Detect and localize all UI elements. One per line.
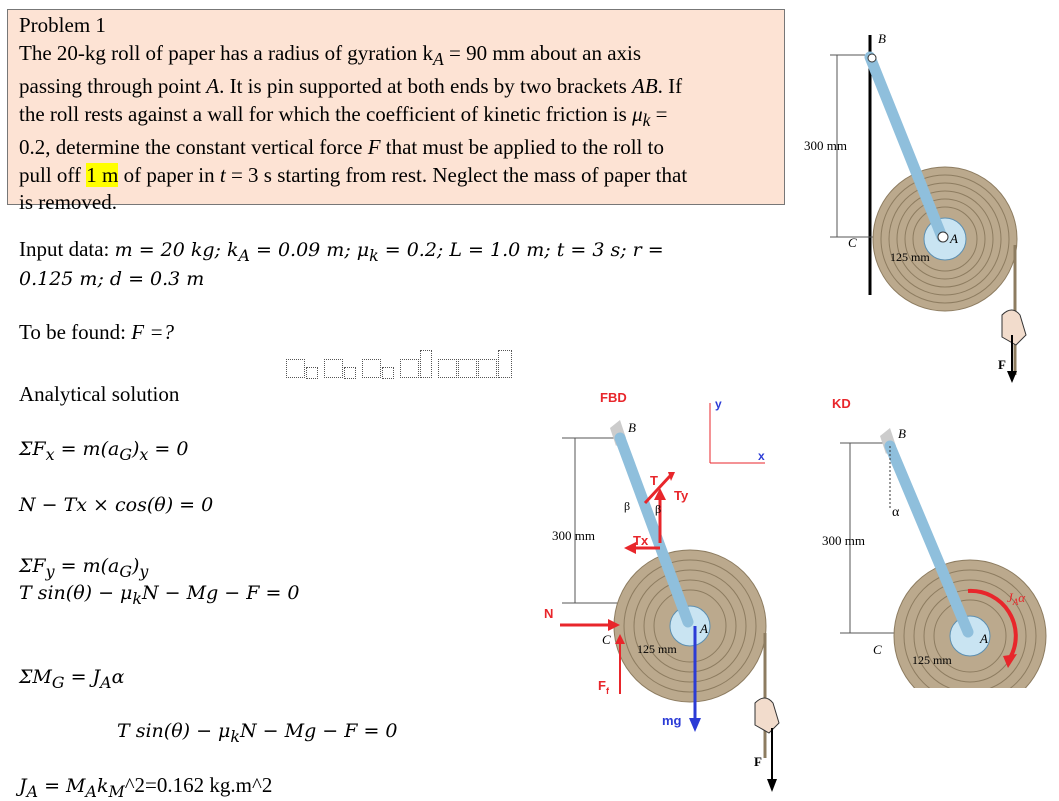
equation-normal: N − Tx × cos(θ) = 0 [19,494,214,516]
kd-figure: KD 300 mm B α C A 125 mm JAα [822,396,1047,688]
placeholder-box [362,359,381,378]
to-be-found: To be found: F =? [19,320,175,344]
svg-text:125 mm: 125 mm [912,653,952,667]
svg-text:F: F [998,357,1006,372]
svg-text:x: x [758,449,765,463]
svg-text:β: β [624,499,630,513]
tension-arrow [643,474,672,505]
svg-text:mg: mg [662,713,682,728]
svg-text:C: C [873,642,882,657]
svg-text:Ty: Ty [674,488,689,503]
svg-text:A: A [949,231,958,246]
equation-sum-fy: ΣFy = m(aG)y [19,555,149,581]
input-data-line2: 0.125 m; d = 0.3 m [19,268,205,290]
svg-text:F: F [754,754,762,769]
svg-text:β: β [655,502,661,516]
svg-text:T: T [650,473,658,488]
placeholder-box [382,367,394,379]
svg-text:KD: KD [832,396,851,411]
svg-text:A: A [979,631,988,646]
placeholder-box [324,359,343,378]
svg-text:FBD: FBD [600,390,627,405]
svg-text:B: B [628,420,636,435]
equation-moment: ΣMG = JAα [19,666,125,692]
placeholder-box [286,359,305,378]
svg-text:N: N [544,606,553,621]
problem-statement: Problem 1 The 20-kg roll of paper has a … [7,9,785,214]
analytical-heading: Analytical solution [19,382,180,406]
svg-text:300 mm: 300 mm [822,533,865,548]
placeholder-box [438,359,457,378]
equation-sum-fx: ΣFx = m(aG)x = 0 [19,438,189,464]
svg-text:Ff: Ff [598,678,610,696]
svg-text:C: C [602,632,611,647]
placeholder-box [478,359,497,378]
svg-text:C: C [848,235,857,250]
svg-text:Tx: Tx [633,533,649,548]
svg-text:y: y [715,397,722,411]
svg-text:α: α [892,505,900,520]
problem-title: Problem 1 [19,13,106,37]
svg-text:B: B [878,31,886,46]
placeholder-box [344,367,356,379]
equation-inertia: JA = MAkM^2=0.162 kg.m^2 [19,773,273,801]
input-data: Input data: m = 20 kg; kA = 0.09 m; μk =… [19,237,664,265]
highlighted-length: 1 m [86,162,119,187]
svg-text:125 mm: 125 mm [890,250,930,264]
bracket-ab [864,51,948,243]
angular-accel-arrow [967,588,1018,659]
roll-figure: 300 mm B C A 125 mm F [804,31,1027,383]
placeholder-box [400,359,419,378]
placeholder-box [458,359,477,378]
svg-text:300 mm: 300 mm [552,528,595,543]
svg-text:125 mm: 125 mm [637,642,677,656]
hand [1001,309,1027,346]
svg-text:JAα: JAα [1007,590,1026,607]
equation-vertical: T sin(θ) − μkN − Mg − F = 0 [19,582,300,608]
svg-text:A: A [699,621,708,636]
equation-moment-expanded: T sin(θ) − μkN − Mg − F = 0 [117,720,398,746]
placeholder-box [306,367,318,379]
placeholder-box [498,350,512,378]
placeholder-box [420,350,432,378]
fbd-figure: FBD y x 300 mm B T Ty Tx β β N Ff C A 12… [544,390,780,792]
dim-300mm: 300 mm [804,138,847,153]
svg-text:B: B [898,426,906,441]
problem-text: The 20-kg roll of paper has a radius of … [19,40,688,215]
